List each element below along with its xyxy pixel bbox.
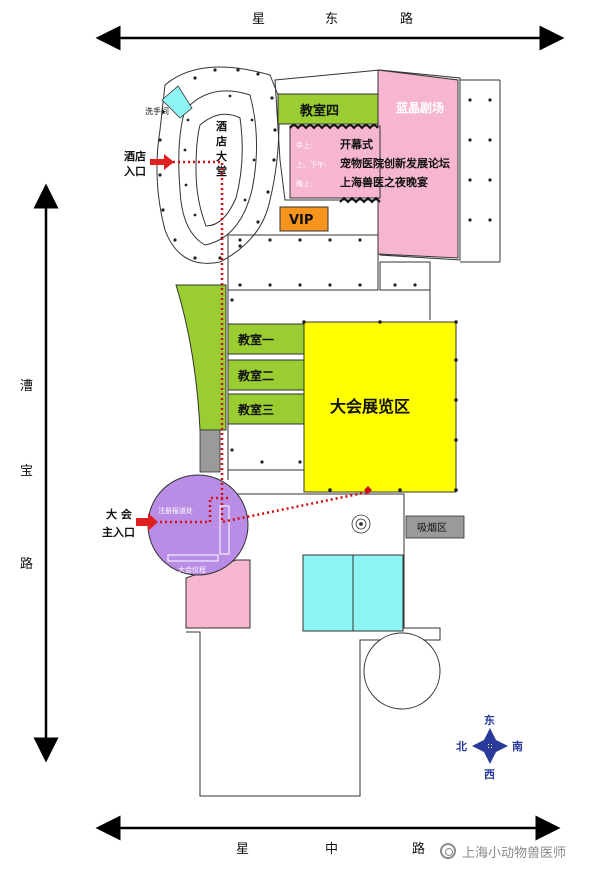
registration-label: 注册报道处 [158, 506, 193, 515]
hotel-columns [158, 68, 277, 260]
conference-desk-outline [167, 554, 219, 562]
corridor-columns [230, 98, 492, 452]
main-entrance-arrow-icon [136, 513, 158, 531]
left-street-char-1: 漕 [20, 379, 33, 394]
hotel-entrance-label-1: 酒店 [124, 149, 146, 163]
bottom-street-char-2: 中 [325, 842, 338, 857]
classroom-4-label: 教室四 [299, 103, 339, 119]
classroom-2-label: 教室二 [237, 368, 274, 383]
hotel-lobby-label-2: 店 [216, 134, 227, 148]
vip-room [279, 206, 329, 232]
exhibition-area [303, 321, 457, 493]
main-entrance-label-2: 主入口 [102, 525, 135, 539]
schedule-time-2: 上、下午: [296, 160, 326, 169]
schedule-event-2: 宠物医院创新发展论坛 [340, 156, 450, 170]
hotel-entrance-label-2: 入口 [124, 165, 146, 178]
cyan-room-left [302, 554, 354, 632]
event-hall-divider-bottom [339, 196, 381, 204]
top-street-char-1: 星 [252, 12, 265, 27]
main-entrance-label-1: 大 会 [106, 507, 133, 521]
compass-south-label: 南 [512, 739, 523, 753]
top-street-char-3: 路 [400, 11, 413, 27]
watermark-text: 上海小动物兽医师 [462, 845, 567, 861]
hotel-lobby-building [156, 66, 280, 264]
theater-label: 蓝晶剧场 [396, 100, 444, 115]
compass-west-label: 西 [484, 768, 495, 781]
watermark: 上海小动物兽医师 [440, 840, 566, 862]
exhibition-columns [260, 320, 458, 492]
washroom-label: 洗手间 [145, 106, 169, 116]
washroom-area [161, 85, 193, 119]
round-building [363, 632, 441, 710]
classroom-1 [227, 323, 305, 355]
classroom-3 [227, 393, 305, 425]
event-hall-area [289, 125, 381, 199]
bottom-street-char-1: 星 [236, 842, 249, 857]
schedule-time-3: 晚上: [296, 179, 312, 188]
spiral-staircase-icon [351, 514, 371, 534]
hotel-lobby-label-3: 大 [216, 149, 227, 163]
vip-label: VIP [289, 213, 313, 228]
classroom-1-label: 教室一 [237, 332, 274, 347]
hotel-entrance-arrow-icon [150, 154, 174, 170]
registration-area [147, 474, 249, 576]
smoking-label: 吸烟区 [417, 521, 447, 534]
conference-desk-label: 大会仪程 [178, 565, 206, 574]
left-street-char-2: 宝 [20, 464, 33, 479]
exhibition-label: 大会展览区 [330, 397, 410, 416]
grey-corridor [199, 429, 221, 473]
compass-icon [472, 728, 508, 764]
main-entrance-route [150, 496, 228, 524]
hotel-lobby-label-1: 酒 [216, 120, 227, 133]
compass-north-label: 北 [456, 739, 467, 753]
classroom-3-label: 教室三 [237, 402, 274, 417]
green-walkway [175, 284, 227, 431]
hotel-lobby-label-4: 堂 [216, 164, 227, 178]
classroom-2 [227, 359, 305, 391]
left-street-char-3: 路 [20, 556, 33, 572]
schedule-event-3: 上海兽医之夜晚宴 [340, 175, 428, 189]
cyan-room-right [352, 554, 404, 632]
theater-building-outline [274, 69, 501, 263]
registration-desk-outline [219, 505, 230, 555]
compass-east-label: 东 [484, 713, 495, 727]
schedule-time-1: 早上: [296, 141, 312, 150]
schedule-event-1: 开幕式 [340, 137, 373, 151]
classroom-4 [277, 93, 379, 125]
smoking-area [405, 515, 465, 539]
exhibition-destination-marker [364, 486, 372, 494]
wechat-logo-icon [440, 843, 456, 859]
top-street-char-2: 东 [325, 12, 338, 27]
bottom-street-char-3: 路 [412, 841, 425, 857]
